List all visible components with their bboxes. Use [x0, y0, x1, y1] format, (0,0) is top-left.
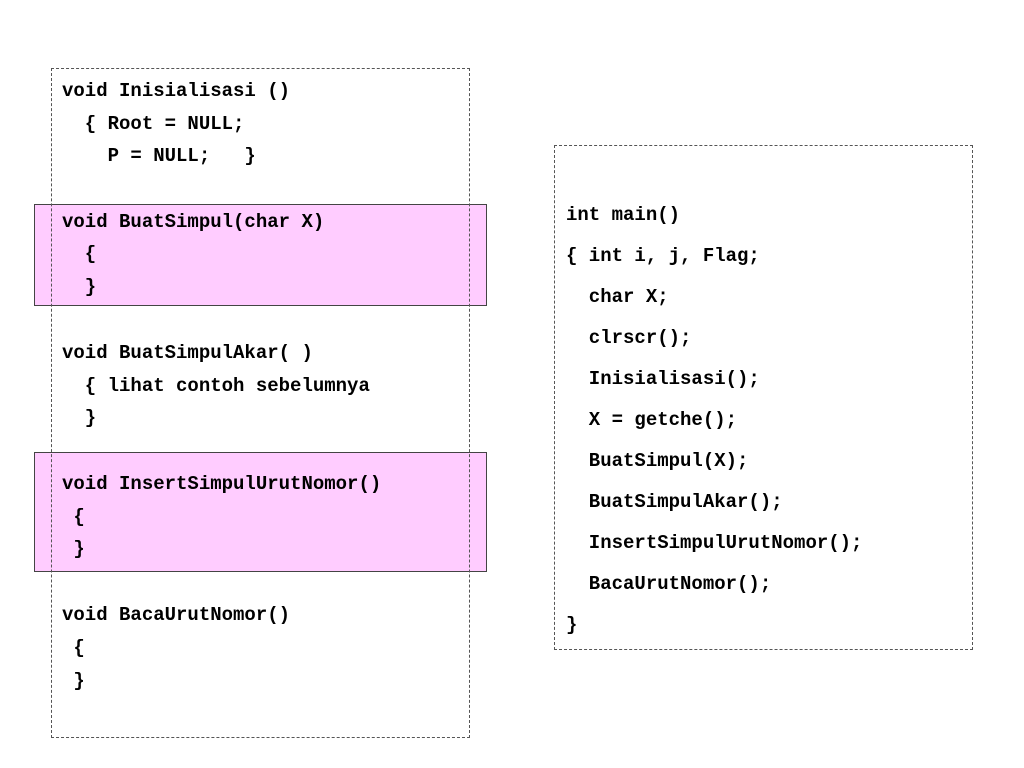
- code-line: }: [566, 614, 578, 636]
- code-line: { Root = NULL;: [62, 113, 245, 135]
- left-code-panel: [51, 68, 470, 738]
- code-line: void BuatSimpul(char X): [62, 211, 325, 233]
- code-line: BacaUrutNomor();: [566, 573, 772, 595]
- code-line: InsertSimpulUrutNomor();: [566, 532, 863, 554]
- right-code-panel: [554, 145, 973, 650]
- code-line: clrscr();: [566, 327, 692, 349]
- code-line: { lihat contoh sebelumnya: [62, 375, 370, 397]
- code-line: void Inisialisasi (): [62, 80, 291, 102]
- code-line: int main(): [566, 204, 681, 226]
- code-line: void BacaUrutNomor(): [62, 604, 291, 626]
- highlight-insert-simpul: [34, 452, 487, 572]
- code-line: }: [62, 276, 97, 298]
- code-line: {: [62, 637, 85, 659]
- code-line: }: [62, 538, 85, 560]
- code-line: void InsertSimpulUrutNomor(): [62, 473, 382, 495]
- code-line: {: [62, 243, 97, 265]
- code-line: { int i, j, Flag;: [566, 245, 760, 267]
- code-line: }: [62, 407, 97, 429]
- code-line: Inisialisasi();: [566, 368, 760, 390]
- code-line: char X;: [566, 286, 669, 308]
- code-line: BuatSimpulAkar();: [566, 491, 783, 513]
- code-line: P = NULL; }: [62, 145, 256, 167]
- code-line: }: [62, 670, 85, 692]
- code-line: X = getche();: [566, 409, 738, 431]
- highlight-buat-simpul: [34, 204, 487, 306]
- code-line: {: [62, 506, 85, 528]
- code-line: BuatSimpul(X);: [566, 450, 749, 472]
- code-line: void BuatSimpulAkar( ): [62, 342, 313, 364]
